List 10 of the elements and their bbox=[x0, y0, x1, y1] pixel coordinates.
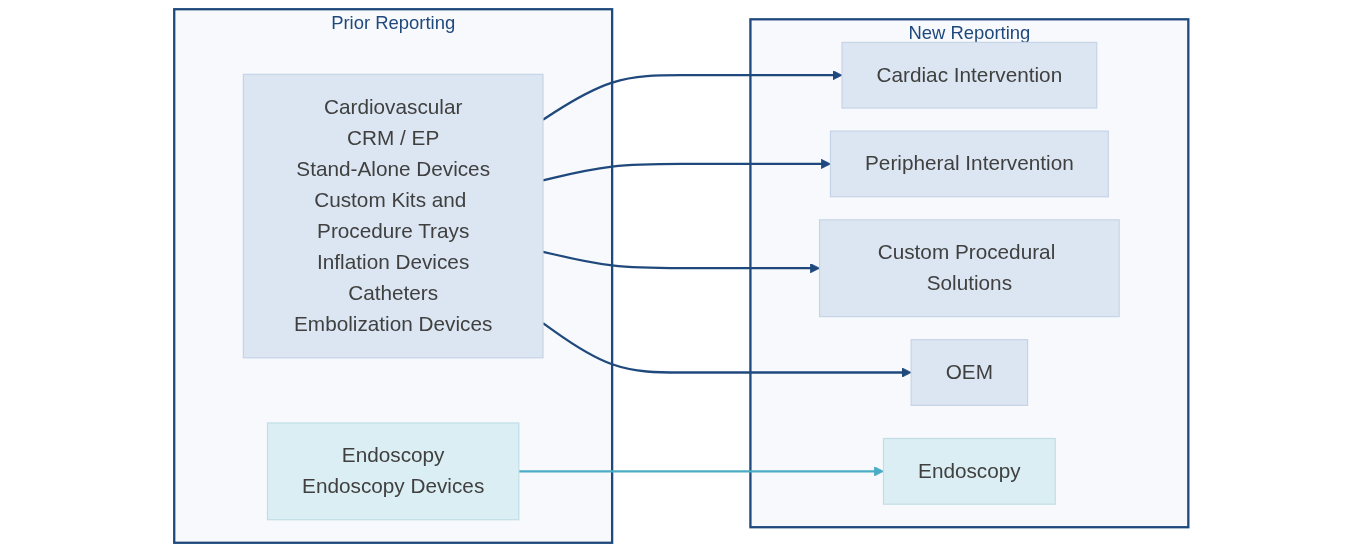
node-box: OEM bbox=[910, 339, 1028, 406]
arrow bbox=[542, 158, 831, 182]
arrow bbox=[518, 466, 884, 477]
node-box: Custom Procedural Solutions bbox=[818, 219, 1120, 318]
node-box: Cardiac Intervention bbox=[841, 41, 1098, 109]
node-box: Endoscopy Endoscopy Devices bbox=[266, 422, 520, 521]
node-box: Peripheral Intervention bbox=[829, 130, 1109, 198]
arrow bbox=[542, 250, 820, 274]
node-box: Endoscopy bbox=[882, 437, 1056, 505]
node-box: Cardiovascular CRM / EP Stand-Alone Devices Custom Kits and Procedure Trays Inflation Devices Catheters Embolization Devices bbox=[242, 73, 544, 359]
